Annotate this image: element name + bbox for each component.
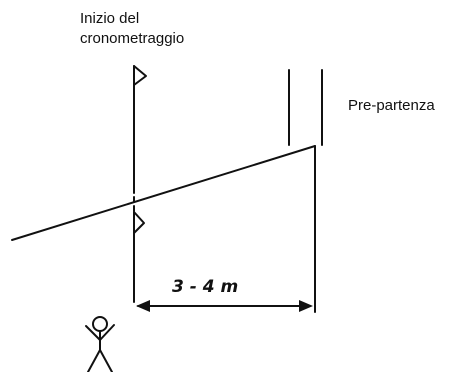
distance-label: 3 - 4 m [172,277,238,297]
pre-start-label: Pre-partenza [348,97,435,114]
dimension-arrowhead-right-icon [299,300,313,312]
dimension-arrowhead-left-icon [136,300,150,312]
athlete-icon [85,316,115,372]
top-flag-icon [133,65,147,86]
timing-start-label-line2: cronometraggio [80,30,185,47]
timing-start-label-line1: Inizio del [80,10,140,27]
bottom-flag-icon [133,211,145,234]
timing-beam-line [11,145,316,241]
